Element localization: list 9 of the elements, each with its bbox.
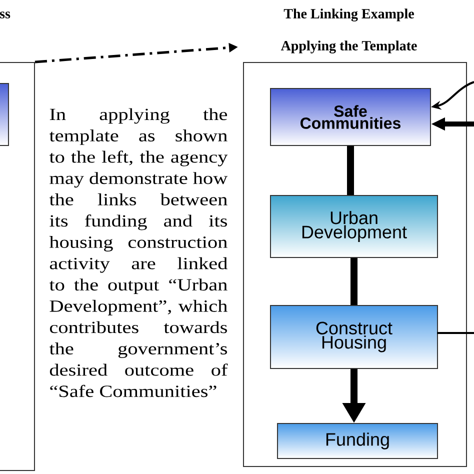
paragraph: In applying the template as shown to the left, the agency may demonstrate how the links between its funding and its housing construction activity are linked to the output “Urban Development”, which contributes towards the government’s desired outcome of “Safe Communities” (49, 108, 228, 398)
heading: The Linking Example (284, 8, 414, 22)
process-box (0, 83, 9, 146)
heading: ss (0, 12, 10, 18)
process-box: Safe Communities (270, 88, 431, 146)
process-box: Construct Housing (270, 305, 438, 369)
process-box: Funding (277, 423, 438, 459)
process-box: Urban Development (270, 195, 438, 258)
heading: Applying the Template (280, 40, 417, 54)
